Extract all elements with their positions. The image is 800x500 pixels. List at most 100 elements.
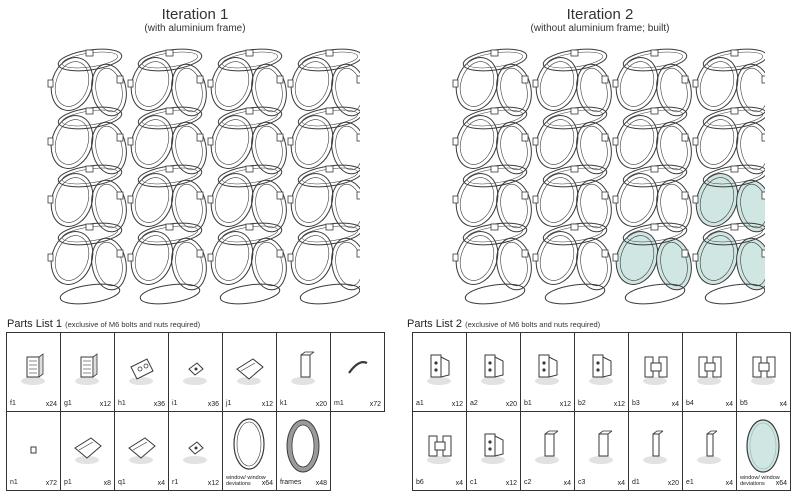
part-bridge [704,362,716,372]
part-bridge [434,441,446,451]
part-body [652,433,660,457]
part-cell: q1 x4 [114,411,169,491]
part-id: b1 [524,400,532,407]
iteration-2-header: Iteration 2 (without aluminium frame; bu… [450,6,750,35]
bracket-part-icon [589,354,613,385]
part-hole [488,440,492,444]
part-edge [652,430,658,435]
ring-module [207,106,287,175]
bracket-part-icon [427,435,452,464]
ring-outer [210,57,254,111]
part-id: n1 [10,479,18,486]
part-qty: x4 [157,480,165,487]
part-edge [300,351,306,356]
connector-bracket [532,195,539,204]
connector-bracket [761,133,765,142]
part-qty: x12 [451,401,463,408]
connector-bracket [207,79,214,88]
connector-bracket [452,253,459,262]
connector-bracket [196,133,204,142]
part-id: c3 [578,479,586,486]
ring-module [47,48,127,117]
connector-bracket [356,75,360,84]
ring-module [692,48,765,117]
connector-bracket [287,79,294,88]
part-qty: x64 [775,480,787,487]
connector-bracket [245,107,254,115]
part-shadow [291,377,315,385]
bracket-part-icon [183,362,207,385]
connector-bracket [601,191,609,200]
connector-bracket [207,253,214,262]
ring-module [452,222,532,291]
base-ring [139,283,201,305]
part-id: window/ window deviations [740,475,780,487]
ring-outer [615,173,659,227]
ring-inner [459,61,495,107]
ring-inner [134,235,170,281]
ring-outer [695,57,739,111]
ring-outer [290,57,334,111]
part-shadow [183,456,207,464]
ring-outer [290,115,334,169]
part-shadow [751,377,775,385]
connector-bracket [245,49,254,57]
bracket-part-icon [481,433,505,464]
ring-module [692,164,765,233]
connector-bracket [730,165,739,173]
connector-bracket [325,165,334,173]
part-hole [596,361,600,365]
base-ring [59,283,121,305]
part-qty: x12 [559,401,571,408]
part-id: frames [280,479,302,486]
connector-bracket [116,191,124,200]
ring-inner [619,177,655,223]
bracket-part-icon [589,430,613,464]
bracket-part-icon [183,441,207,464]
connector-bracket [532,253,539,262]
part-qty: x36 [153,401,165,408]
ring-module [692,106,765,175]
ring-inner [294,177,330,223]
connector-bracket [127,253,134,262]
connector-bracket [276,133,284,142]
part-id: b5 [740,400,748,407]
part-id: j1 [226,400,232,407]
connector-bracket [521,191,529,200]
part-edge [712,430,718,435]
ring-inner [95,67,123,113]
bracket-part-icon [697,430,721,464]
ring-inner [539,61,575,107]
connector-bracket [165,223,174,231]
ring-module [47,106,127,175]
part-side [38,353,44,378]
ring-inner [95,183,123,229]
ring-inner [459,235,495,281]
part-edge [607,430,613,435]
part-qty: x8 [103,480,111,487]
part-body [706,433,714,457]
ring-outer [656,179,692,233]
connector-bracket [761,75,765,84]
connector-bracket [276,249,284,258]
part-body [598,433,609,457]
connector-bracket [490,165,499,173]
ring-inner [134,119,170,165]
connector-bracket [570,107,579,115]
connector-bracket [452,137,459,146]
connector-bracket [196,75,204,84]
part-edge [78,441,94,451]
ring-inner [740,183,765,229]
bracket-part-icon [75,353,99,385]
part-cell: b1 x12 [520,332,575,412]
part-id: q1 [118,479,126,486]
